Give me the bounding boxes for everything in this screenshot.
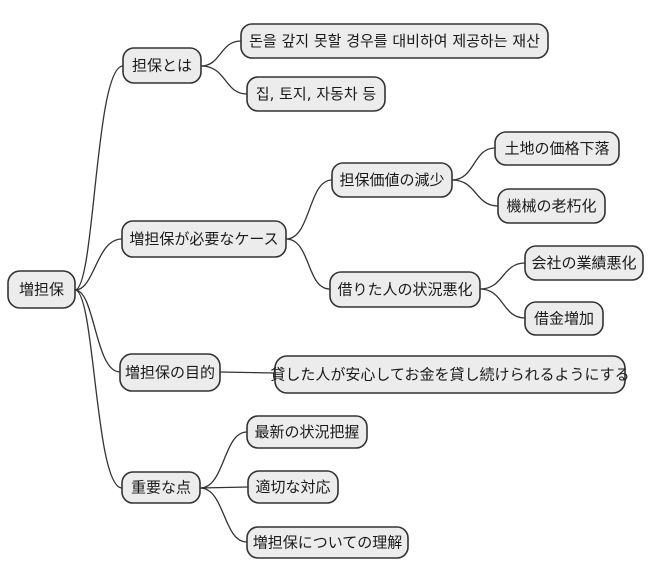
node-what-is-collateral: 担保とは: [122, 47, 202, 84]
node-box: [524, 245, 644, 281]
node-understanding-additional-collateral: 増担保についての理解: [246, 526, 409, 559]
node-box: [246, 76, 386, 112]
node-box: [329, 271, 481, 308]
edge-what-is-collateral-to-examples: [200, 65, 248, 95]
node-label: 増担保: [19, 281, 64, 299]
node-label: 最新の状況把握: [254, 423, 359, 441]
node-box: [524, 301, 604, 336]
node-machine-aging: 機械の老朽化: [497, 188, 606, 224]
edge-borrower-to-company-decline: [479, 262, 526, 290]
edge-root-to-purpose: [74, 289, 121, 373]
node-box: [331, 162, 453, 198]
node-appropriate-response: 適切な対応: [247, 470, 339, 504]
node-borrower-situation-worsening: 借りた人の状況悪化: [329, 271, 481, 308]
node-collateral-value-decline: 担保価値の減少: [331, 162, 453, 198]
edge-value-decline-to-machine-aging: [451, 179, 499, 207]
node-label: 会社の業績悪化: [531, 254, 636, 272]
node-box: [122, 47, 202, 84]
edge-root-to-cases: [74, 238, 123, 291]
node-label: 重要な点: [131, 479, 191, 497]
node-label: 貸した人が安心してお金を貸し続けられるようにする: [270, 366, 629, 384]
node-label: 増担保の目的: [125, 364, 215, 382]
node-box: [119, 353, 221, 392]
node-box: [246, 526, 409, 559]
edge-purpose-to-purpose-detail: [219, 371, 276, 374]
node-label: 借金増加: [534, 310, 594, 328]
node-purpose-detail: 貸した人が安心してお金を貸し続けられるようにする: [270, 355, 630, 394]
node-label: 돈을 갚지 못할 경우를 대비하여 제공하는 재산: [249, 32, 540, 50]
edge-important-to-latest-status: [199, 431, 248, 489]
edge-root-to-important-points: [74, 289, 123, 489]
node-latest-status-grasp: 最新の状況把握: [246, 415, 368, 449]
node-label: 担保とは: [132, 57, 192, 75]
edge-borrower-to-debt-increase: [479, 288, 526, 319]
node-debt-increase: 借金増加: [524, 301, 604, 336]
edge-cases-to-borrower-worsening: [285, 238, 331, 290]
node-label: 適切な対応: [255, 478, 330, 496]
edge-cases-to-value-decline: [285, 179, 333, 240]
node-company-performance-decline: 会社の業績悪化: [524, 245, 644, 281]
node-label: 増担保が必要なケース: [129, 230, 278, 248]
node-label: 担保価値の減少: [339, 171, 444, 189]
edge-what-is-collateral-to-definition: [200, 40, 242, 67]
node-box: [121, 471, 201, 504]
node-box: [121, 220, 287, 258]
edge-value-decline-to-land-price-fall: [451, 147, 496, 181]
node-label: 집, 토지, 자동차 등: [256, 85, 377, 103]
node-collateral-examples: 집, 토지, 자동차 등: [246, 76, 386, 112]
edge-root-to-what-is-collateral: [74, 65, 124, 291]
node-purpose: 増担保の目的: [119, 353, 221, 392]
edge-important-to-understanding: [199, 487, 248, 543]
node-label: 機械の老朽化: [506, 197, 596, 215]
node-root: 増担保: [7, 270, 76, 309]
node-cases-requiring-additional-collateral: 増担保が必要なケース: [121, 220, 287, 258]
node-important-points: 重要な点: [121, 471, 201, 504]
node-label: 土地の価格下落: [504, 140, 609, 158]
node-box: [240, 23, 549, 59]
node-label: 借りた人の状況悪化: [337, 281, 472, 299]
node-root-box: [7, 270, 76, 309]
node-box: [274, 355, 626, 394]
node-box: [247, 470, 339, 504]
edge-important-to-appropriate-response: [199, 486, 249, 489]
node-box: [497, 188, 606, 224]
node-collateral-definition: 돈을 갚지 못할 경우를 대비하여 제공하는 재산: [240, 23, 549, 59]
node-box: [246, 415, 368, 449]
node-layer: 増担保 担保とは 돈을 갚지 못할 경우를 대비하여 제공하는 재산 집, 토지…: [7, 23, 644, 559]
node-box: [494, 131, 620, 166]
node-label: 増担保についての理解: [253, 534, 403, 552]
edge-layer: [74, 40, 526, 543]
node-land-price-fall: 土地の価格下落: [494, 131, 620, 166]
